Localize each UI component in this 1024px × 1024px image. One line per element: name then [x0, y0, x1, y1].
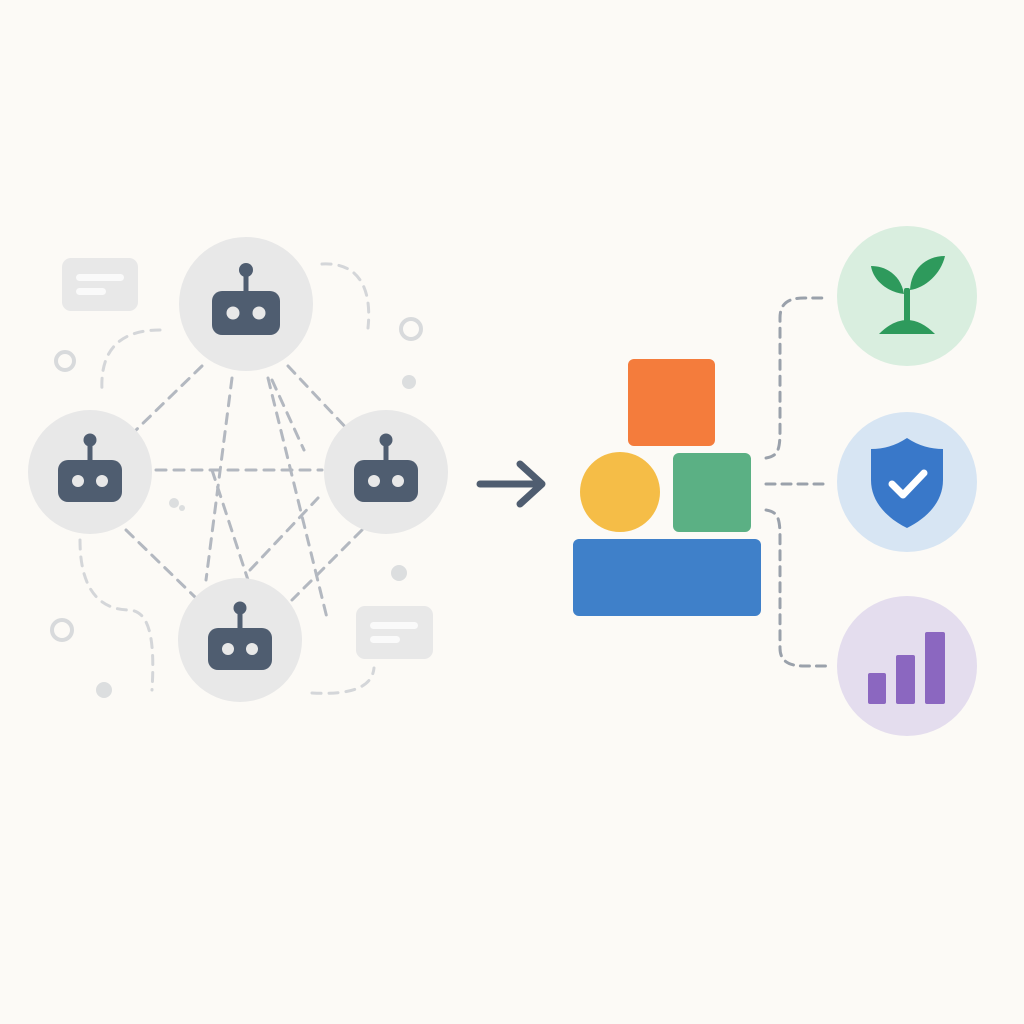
link-left-bottom	[124, 528, 198, 600]
arrow-right-icon	[476, 460, 546, 508]
decor-dot-right	[402, 375, 416, 389]
link-bottom-right-inner	[248, 496, 320, 572]
robot-icon	[208, 601, 272, 670]
bubble-line	[76, 274, 124, 281]
decor-ring-bottom-left	[50, 618, 74, 642]
agent-top	[179, 237, 313, 371]
message-bubble-top-left	[62, 258, 138, 311]
chat-bubble-icon	[62, 258, 138, 311]
link-top-bottom-a	[204, 376, 234, 582]
outcome-metrics	[837, 596, 977, 736]
link-top-right	[286, 364, 352, 434]
decor-dot-bottom-left	[96, 682, 112, 698]
decor-curve-left-upper	[100, 328, 162, 392]
decor-dot-center	[169, 498, 179, 508]
agent-bottom	[178, 578, 302, 702]
block-orange	[628, 359, 715, 446]
bubble-line	[370, 636, 400, 643]
link-right-bottom	[290, 528, 364, 602]
decorative-dots	[50, 317, 423, 698]
link-center-cross	[210, 468, 250, 582]
building-blocks	[573, 359, 761, 616]
block-green	[673, 453, 751, 532]
decor-dot-small	[179, 505, 185, 511]
link-top-right-inner	[270, 378, 306, 452]
block-blue	[573, 539, 761, 616]
bubble-line	[76, 288, 106, 295]
decor-curve-bottom-right	[310, 666, 376, 695]
connector-to-growth	[764, 296, 830, 460]
sprout-icon	[871, 256, 945, 334]
message-bubble-bottom-right	[356, 606, 433, 659]
bar-chart-icon	[868, 632, 945, 704]
agent-connections	[124, 364, 364, 624]
robot-icon	[58, 433, 122, 502]
outcome-connectors	[764, 296, 830, 668]
bubble-line	[370, 622, 418, 629]
agent-left	[28, 410, 152, 534]
agent-right	[324, 410, 448, 534]
shield-check-icon	[871, 438, 943, 528]
decor-dot-mid-right	[391, 565, 407, 581]
outcome-security	[837, 412, 977, 552]
decor-curve-left-lower	[78, 538, 155, 692]
link-top-left	[132, 364, 204, 434]
decorative-curves	[78, 262, 376, 695]
decor-ring-top-right	[399, 317, 423, 341]
link-top-bottom-b	[266, 376, 330, 624]
robot-icon	[212, 263, 280, 335]
chat-bubble-icon	[356, 606, 433, 659]
decor-curve-top-right	[320, 262, 371, 330]
robot-icon	[354, 433, 418, 502]
connector-to-metrics	[764, 508, 830, 668]
decor-ring-left	[54, 350, 76, 372]
outcome-growth	[837, 226, 977, 366]
block-yellow	[580, 452, 660, 532]
